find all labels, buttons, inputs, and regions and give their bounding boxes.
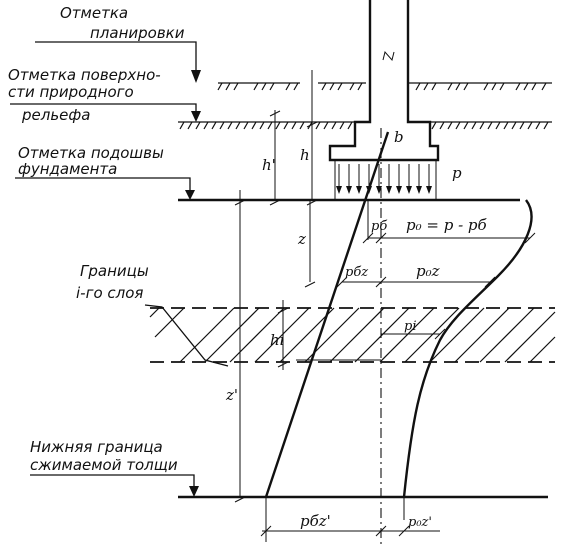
hi-symbol: hi — [270, 331, 285, 349]
h-symbol: h — [300, 146, 310, 164]
foundation — [328, 0, 440, 162]
p0-equation: p₀ = p - pб — [406, 216, 488, 234]
footing-base-label-line2: фундамента — [18, 160, 117, 178]
dimension-lines — [234, 70, 536, 542]
footing-base-label-line1: Отметка подошвы — [18, 144, 164, 162]
layer-bounds-label-line2: i-го слоя — [76, 284, 143, 302]
compressible-label-line1: Нижняя граница — [30, 438, 163, 456]
p0z-symbol: p₀z — [416, 262, 440, 280]
z-symbol: z — [297, 230, 306, 248]
stress-ordinates — [296, 237, 530, 361]
h-prime-symbol: h' — [262, 156, 276, 174]
leader-lines — [10, 41, 229, 488]
pressure-arrows — [334, 160, 437, 200]
planning-level-surface — [217, 82, 552, 91]
layer-hatching — [149, 307, 556, 363]
pbz-symbol: pбz — [345, 265, 368, 280]
p-symbol: p — [452, 164, 462, 182]
layer-bounds-label-line1: Границы — [80, 262, 149, 280]
z-prime-symbol: z' — [225, 386, 238, 404]
b-symbol: b — [394, 128, 404, 146]
natural-surface-label-line2: сти природного — [8, 83, 134, 101]
pb-symbol: pб — [371, 219, 387, 234]
p0z-prime-symbol: p₀z' — [408, 515, 432, 530]
natural-surface-label-line3: рельефа — [21, 106, 90, 124]
grade-level-label-line2: планировки — [90, 24, 185, 42]
natural-surface-label-line1: Отметка поверхно- — [8, 66, 161, 84]
compressible-label-line2: сжимаемой толщи — [30, 456, 178, 474]
natural-stress-curve — [264, 131, 390, 498]
grade-level-label-line1: Отметка — [60, 4, 128, 22]
leader-arrowheads — [185, 70, 201, 497]
natural-relief-surface — [178, 121, 552, 130]
pi-symbol: pi — [404, 319, 416, 334]
pbz-prime-symbol: pбz' — [300, 512, 331, 530]
